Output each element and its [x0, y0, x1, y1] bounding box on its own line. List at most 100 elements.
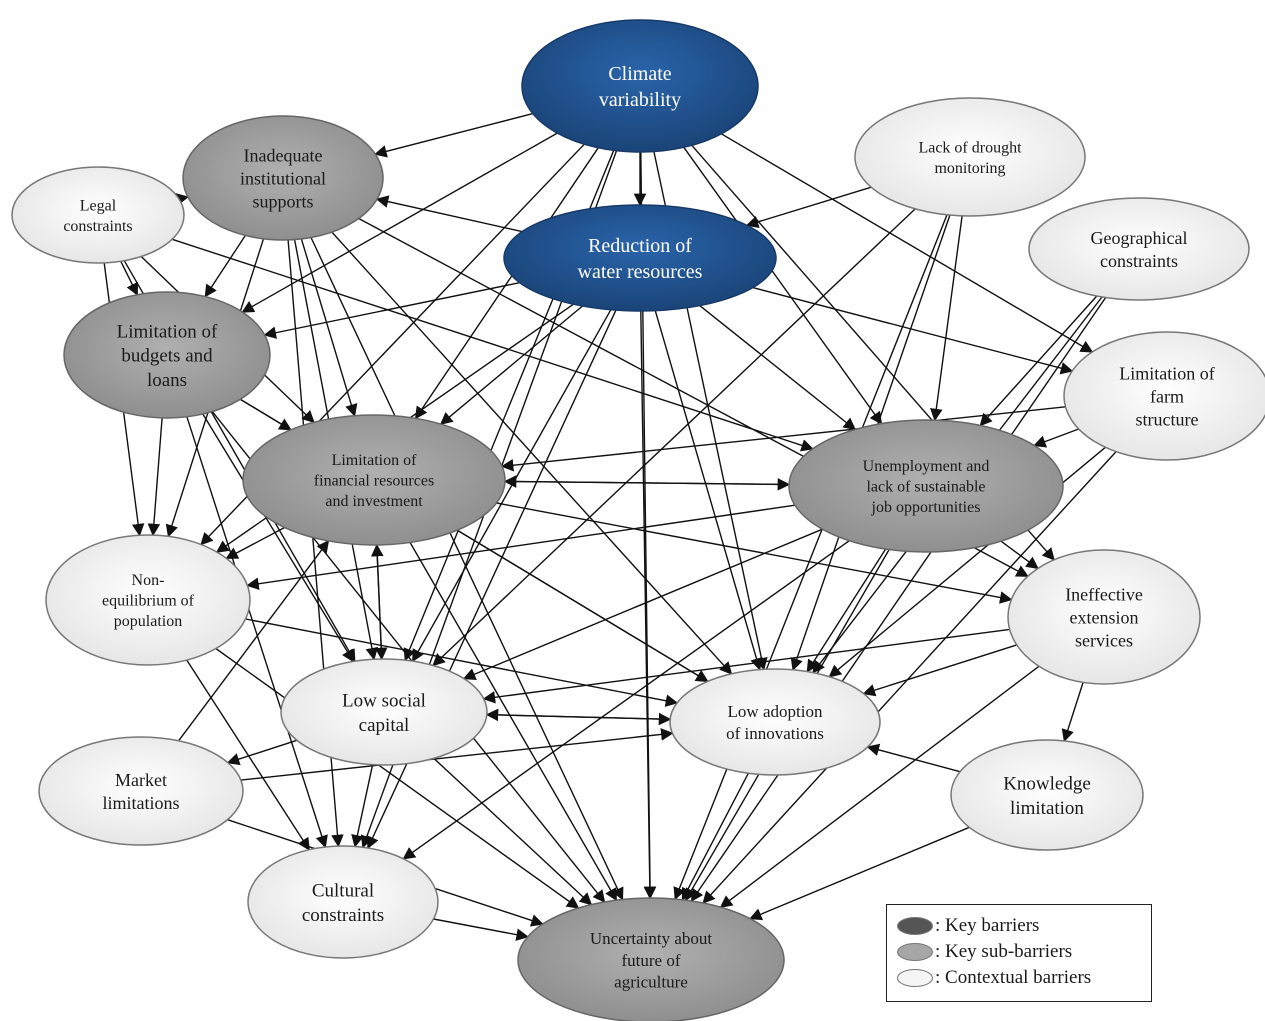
edge-water-to-budget — [263, 282, 520, 339]
node-ellipse-cult — [247, 845, 439, 959]
node-geo: Geographical constraints — [1028, 197, 1250, 301]
node-ellipse-farm — [1063, 331, 1265, 461]
edge-pop-to-uncert — [215, 647, 580, 909]
edge-climate-to-fin — [414, 147, 599, 420]
edge-social-to-fin — [370, 543, 384, 660]
node-label-market-line-0: Market — [115, 770, 167, 790]
legend-row-key: : Key barriers — [897, 913, 1141, 939]
edge-fin-to-pop — [225, 526, 285, 560]
edge-climate-to-unemp — [683, 146, 883, 425]
node-ellipse-geo — [1028, 197, 1250, 301]
legend-row-sub: : Key sub-barriers — [897, 939, 1141, 965]
edge-inst-to-fin — [300, 238, 358, 417]
legend-swatch-sub — [897, 943, 933, 961]
node-ext: Ineffective extension services — [1007, 549, 1201, 685]
node-ellipse-fin — [242, 414, 506, 546]
edge-climate-to-farm — [720, 133, 1094, 353]
edge-pop-to-cult — [186, 659, 310, 851]
node-ellipse-know — [950, 739, 1144, 851]
edge-innov-to-uncert — [681, 772, 749, 901]
node-label-farm-line-1: farm — [1150, 386, 1184, 406]
edge-fin-to-uncert — [409, 542, 618, 902]
edge-farm-to-fin — [500, 406, 1066, 472]
edge-legal-to-budget — [120, 260, 138, 296]
edge-budget-to-pop — [147, 417, 163, 537]
legend-label-sub: : Key sub-barriers — [935, 941, 1073, 962]
node-label-farm-line-2: structure — [1136, 409, 1199, 429]
node-ellipse-uncert — [517, 897, 785, 1021]
node-ellipse-inst — [182, 115, 384, 241]
node-climate: Climate variability — [521, 19, 759, 153]
node-label-climate-line-0: Climate — [608, 63, 671, 85]
node-ellipse-budget — [63, 291, 271, 419]
node-label-ext-line-2: services — [1075, 630, 1133, 650]
legend-label-key: : Key barriers — [935, 915, 1040, 936]
node-label-innov-line-1: of innovations — [726, 724, 824, 743]
legend-row-context: : Contextual barriers — [897, 965, 1141, 991]
node-label-water-line-0: Reduction of — [588, 235, 692, 257]
node-ellipse-drought — [854, 97, 1086, 217]
edge-climate-to-budget — [241, 132, 558, 313]
node-ellipse-pop — [45, 534, 251, 666]
edge-unemp-to-cult — [402, 540, 850, 860]
legend-swatch-context — [897, 969, 933, 987]
node-label-ext-line-0: Ineffective — [1065, 584, 1143, 604]
node-label-legal-line-1: constraints — [63, 218, 132, 235]
edge-drought-to-water — [745, 186, 872, 228]
edge-drought-to-social — [432, 208, 916, 667]
node-inst: Inadequate institutional supports — [182, 115, 384, 241]
node-label-farm-line-0: Limitation of — [1119, 363, 1214, 383]
node-label-budget-line-2: loans — [147, 370, 187, 391]
node-label-drought-line-1: monitoring — [934, 160, 1005, 177]
edge-market-to-fin — [178, 539, 330, 742]
edge-social-to-market — [226, 739, 298, 766]
node-label-inst-line-1: institutional — [240, 168, 326, 188]
node-label-pop-line-1: equilibrium of — [102, 593, 195, 610]
edge-farm-to-uncert — [702, 451, 1117, 904]
node-label-ext-line-1: extension — [1070, 607, 1139, 627]
node-label-social-line-0: Low social — [342, 691, 426, 712]
edge-budget-to-social — [202, 413, 354, 663]
node-label-inst-line-2: supports — [252, 191, 313, 211]
edge-fin-to-ext — [496, 502, 1013, 604]
edge-know-to-innov — [866, 743, 961, 773]
node-ellipse-social — [280, 658, 488, 766]
edge-unemp-to-social — [462, 528, 823, 681]
node-innov: Low adoption of innovations — [669, 668, 881, 776]
node-label-know-line-1: limitation — [1010, 798, 1084, 819]
node-label-social-line-1: capital — [359, 715, 410, 736]
edge-inst-to-budget — [204, 235, 246, 298]
node-label-fin-line-0: Limitation of — [332, 452, 418, 469]
edge-cult-to-uncert — [433, 918, 529, 941]
node-label-innov-line-0: Low adoption — [728, 702, 823, 721]
edge-water-to-fin — [439, 305, 583, 425]
edge-fin-to-innov — [456, 529, 709, 682]
edge-water-to-inst — [375, 195, 523, 233]
node-label-fin-line-1: financial resources — [314, 473, 434, 490]
node-label-budget-line-1: budgets and — [121, 346, 213, 367]
node-label-climate-line-1: variability — [599, 89, 681, 111]
edge-water-to-farm — [752, 286, 1074, 375]
edge-unemp-to-fin — [503, 475, 790, 488]
edge-budget-to-cult — [186, 416, 328, 849]
edge-ext-to-know — [1061, 682, 1084, 743]
node-label-geo-line-0: Geographical — [1091, 228, 1188, 248]
edge-geo-to-unemp — [979, 295, 1098, 427]
node-label-geo-line-1: constraints — [1100, 251, 1178, 271]
node-label-cult-line-1: constraints — [302, 905, 384, 926]
node-label-unemp-line-0: Unemployment and — [863, 458, 990, 475]
edge-water-to-cult — [366, 309, 617, 850]
node-label-inst-line-0: Inadequate — [244, 145, 323, 165]
node-ellipse-innov — [669, 668, 881, 776]
node-ellipse-market — [38, 736, 244, 846]
node-ellipse-unemp — [788, 419, 1064, 553]
